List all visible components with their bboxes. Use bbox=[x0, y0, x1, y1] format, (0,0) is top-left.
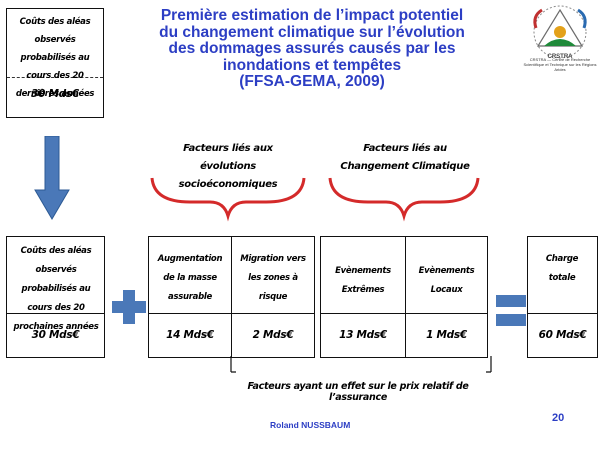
climate-factors-header: Facteurs liés au Changement Climatique bbox=[340, 143, 470, 172]
plus-icon bbox=[112, 290, 146, 324]
future-costs-box bbox=[6, 236, 105, 358]
group-braces bbox=[150, 177, 480, 222]
factor-box-socio-2 bbox=[231, 236, 315, 358]
past-costs-label: Coûts des aléas observés probabilisés au… bbox=[15, 17, 95, 99]
factor-label: Evènements Locaux bbox=[418, 266, 475, 295]
title-line: (FFSA-GEMA, 2009) bbox=[239, 73, 385, 90]
author-name: Roland NUSSBAUM bbox=[270, 420, 351, 430]
factor-value: 14 Mds€ bbox=[166, 329, 214, 341]
socio-brace bbox=[150, 177, 306, 222]
page-number: 20 bbox=[552, 412, 565, 424]
down-arrow-icon bbox=[34, 136, 70, 220]
factor-box-climate-2 bbox=[405, 236, 488, 358]
future-costs-label: Coûts des aléas observés probabilisés au… bbox=[13, 246, 99, 332]
price-effect-note: Facteurs ayant un effet sur le prix rela… bbox=[247, 381, 469, 403]
equals-icon bbox=[496, 295, 526, 326]
past-costs-box bbox=[6, 8, 104, 118]
factor-label: Migration vers les zones à risque bbox=[240, 254, 306, 302]
title-line: du changement climatique sur l’évolution bbox=[159, 23, 465, 41]
total-label: Charge totale bbox=[545, 254, 579, 283]
past-costs-value: 30 Mds€ bbox=[31, 88, 79, 100]
total-value: 60 Mds€ bbox=[538, 329, 587, 341]
factor-label: Evènements Extrêmes bbox=[335, 266, 391, 295]
svg-text:CRSTRA: CRSTRA bbox=[548, 54, 574, 60]
factor-value: 1 Mds€ bbox=[426, 329, 467, 341]
total-box bbox=[527, 236, 598, 358]
title-line: des dommages assurés causés par les bbox=[168, 40, 456, 57]
factor-label: Augmentation de la masse assurable bbox=[157, 254, 223, 302]
title-line: inondations et tempêtes bbox=[222, 56, 402, 74]
price-effect-bracket bbox=[230, 356, 492, 373]
crstra-logo-icon: CRSTRA bbox=[533, 5, 587, 60]
factor-value: 2 Mds€ bbox=[252, 329, 294, 341]
factor-value: 13 Mds€ bbox=[339, 329, 387, 341]
title-line: Première estimation de l’impact potentie… bbox=[160, 7, 464, 24]
slide-title: Première estimation de l’impact potentie… bbox=[118, 7, 506, 91]
climate-brace bbox=[328, 177, 480, 222]
socio-factors-header: Facteurs liés aux évolutions socioéconom… bbox=[178, 143, 278, 190]
future-costs-value: 30 Mds€ bbox=[31, 329, 80, 341]
logo-caption: CRSTRA — Centre de Recherche Scientifiqu… bbox=[523, 57, 597, 72]
